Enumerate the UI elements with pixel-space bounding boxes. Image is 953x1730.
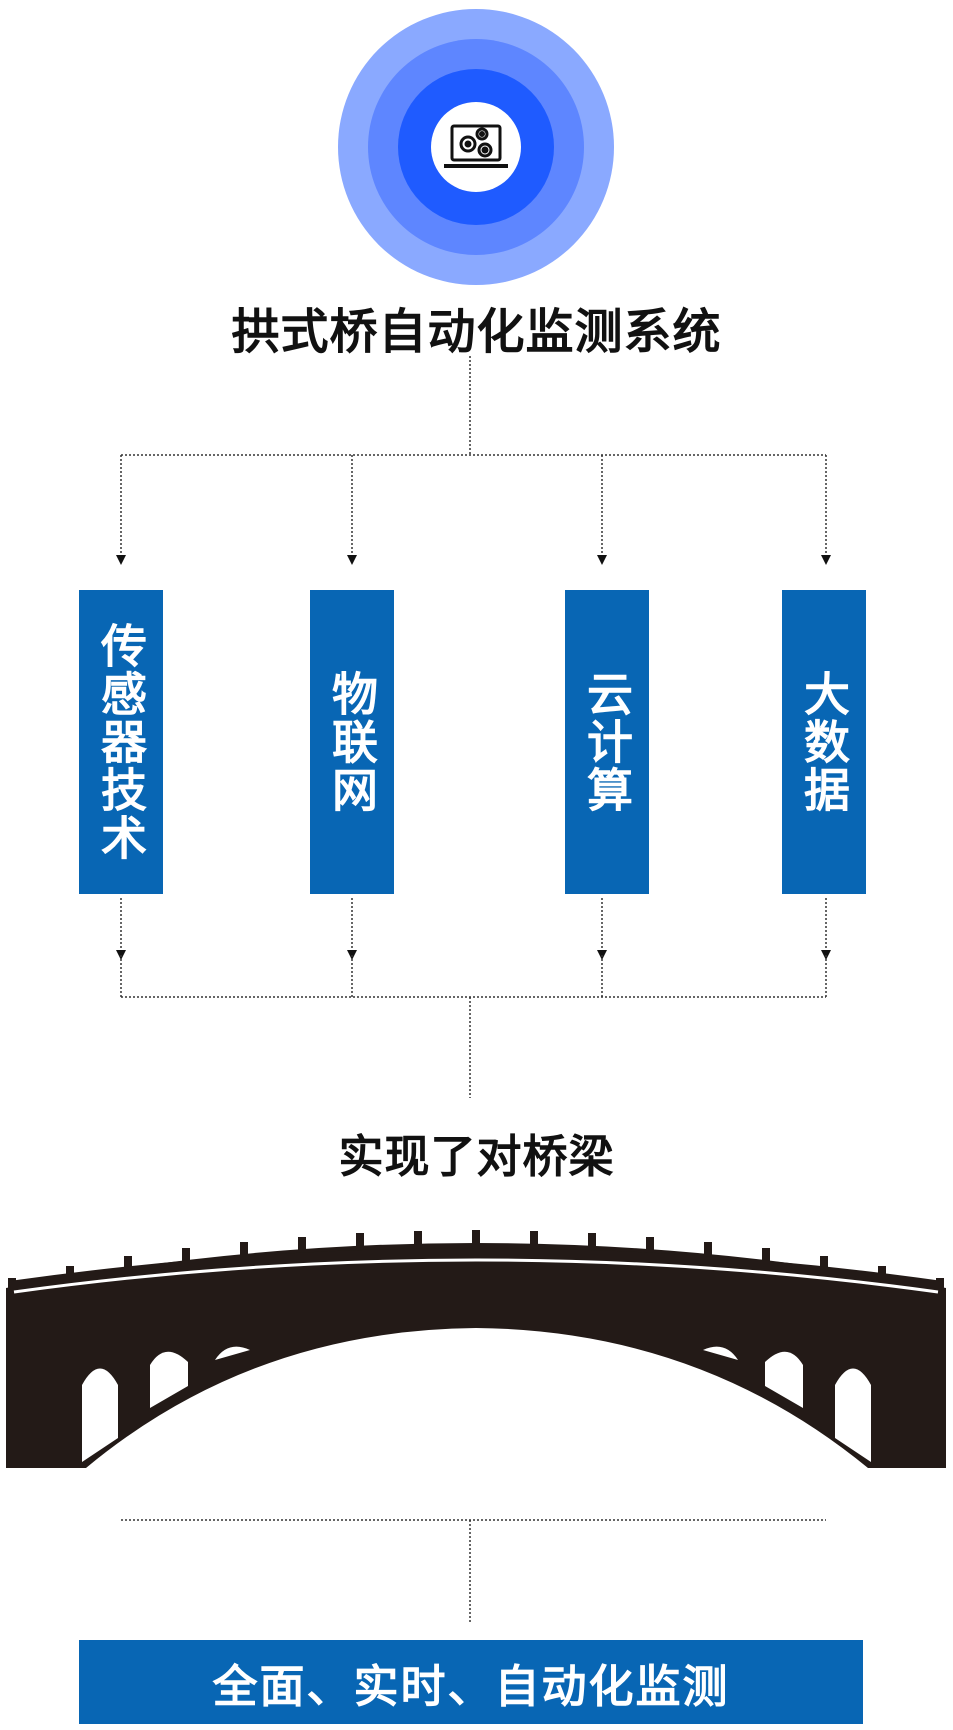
tech-label: 大数据 — [797, 670, 851, 814]
arch-bridge-silhouette — [6, 1230, 946, 1468]
system-emblem — [338, 9, 614, 285]
tech-box-sensor: 传感器技术 — [79, 590, 163, 894]
result-banner: 全面、实时、自动化监测 — [79, 1640, 863, 1724]
page-title: 拱式桥自动化监测系统 — [231, 304, 722, 360]
tech-box-cloud: 云计算 — [565, 590, 649, 894]
tech-label: 物联网 — [325, 670, 379, 814]
result-label: 全面、实时、自动化监测 — [212, 1659, 730, 1713]
subtitle: 实现了对桥梁 — [338, 1130, 615, 1183]
computer-gears-icon — [444, 124, 508, 168]
tech-box-iot: 物联网 — [310, 590, 394, 894]
tech-label: 传感器技术 — [94, 622, 148, 862]
final-connector — [121, 1519, 826, 1622]
bottom-connector — [116, 898, 831, 1098]
top-connector — [116, 356, 831, 565]
tech-box-bigdata: 大数据 — [782, 590, 866, 894]
tech-label: 云计算 — [580, 670, 634, 814]
